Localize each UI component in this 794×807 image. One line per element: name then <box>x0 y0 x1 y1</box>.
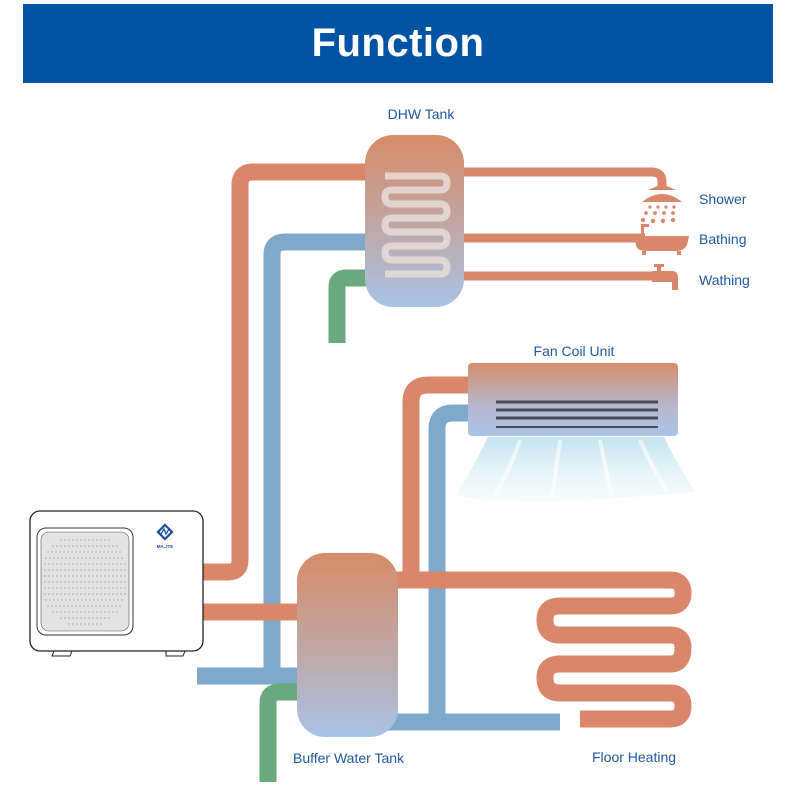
buffer-water-tank <box>297 553 398 737</box>
shower-pipe <box>460 167 667 190</box>
label-dhw-tank: DHW Tank <box>388 106 456 122</box>
fan-coil-vents <box>496 400 658 428</box>
hot-pipe-to-dhw <box>200 163 370 581</box>
fan-coil-unit <box>468 363 678 436</box>
label-fan-coil-unit: Fan Coil Unit <box>534 343 615 359</box>
brand-label: MA.JTE <box>157 544 174 549</box>
floor-heating-loop <box>395 571 692 728</box>
dhw-tank-coil <box>381 172 451 278</box>
label-wathing: Wathing <box>699 272 750 288</box>
hot-pipe-fan-coil <box>402 376 472 579</box>
label-buffer-water-tank: Buffer Water Tank <box>293 750 405 766</box>
label-floor-heating: Floor Heating <box>592 749 676 765</box>
faucet-icon <box>652 264 678 290</box>
green-supply-buffer <box>259 683 305 782</box>
label-bathing: Bathing <box>699 231 746 247</box>
cold-pipe-fan-coil <box>428 404 472 730</box>
heat-pump-logo-icon <box>156 523 174 541</box>
cold-pipe-from-dhw <box>263 233 370 676</box>
bathtub-icon <box>634 224 689 255</box>
label-shower: Shower <box>699 191 747 207</box>
shower-icon <box>640 184 682 224</box>
heat-pump-unit: MA.JTE <box>29 510 204 657</box>
page-title: Function <box>311 21 485 65</box>
green-supply-dhw <box>328 269 370 343</box>
header-banner: Function <box>23 4 773 83</box>
fan-coil-airflow <box>456 437 696 502</box>
